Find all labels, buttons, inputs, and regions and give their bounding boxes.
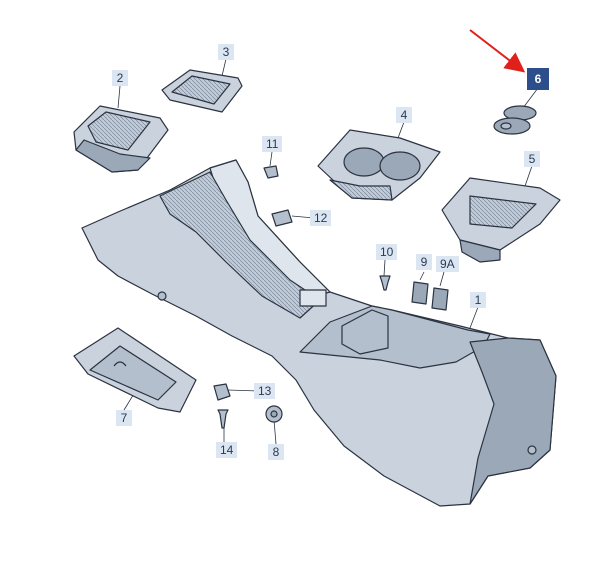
callout-10: 10 xyxy=(376,244,398,260)
part-11-clip xyxy=(263,165,279,179)
part-13-clip xyxy=(213,383,231,401)
callout-5: 5 xyxy=(524,151,540,167)
part-5-insert xyxy=(441,177,561,263)
part-10-screw xyxy=(379,275,391,291)
callout-4: 4 xyxy=(396,107,412,123)
console-body xyxy=(81,159,557,507)
part-14-screw xyxy=(217,409,229,429)
part-4-cup-holder xyxy=(317,129,441,201)
callout-9a: 9A xyxy=(436,256,459,272)
callout-13: 13 xyxy=(254,383,276,399)
callout-9: 9 xyxy=(416,254,432,270)
part-2-tray xyxy=(73,105,169,173)
part-6-mats xyxy=(493,105,537,135)
part-9a-pad xyxy=(431,287,449,311)
part-12-clip xyxy=(271,209,293,227)
part-9-pad xyxy=(411,281,429,305)
callout-3: 3 xyxy=(218,44,234,60)
callout-14: 14 xyxy=(216,442,238,458)
callout-1: 1 xyxy=(470,292,486,308)
callout-7: 7 xyxy=(116,410,132,426)
callout-8: 8 xyxy=(268,444,284,460)
callout-11: 11 xyxy=(262,136,283,152)
leader-lines xyxy=(117,58,539,445)
pointer-arrow xyxy=(469,29,526,73)
callout-2: 2 xyxy=(112,70,128,86)
part-7-storage xyxy=(73,327,197,413)
callout-6: 6 xyxy=(527,68,549,90)
part-3-mat xyxy=(161,69,243,113)
part-8-plug xyxy=(265,405,283,423)
callout-12: 12 xyxy=(310,210,332,226)
